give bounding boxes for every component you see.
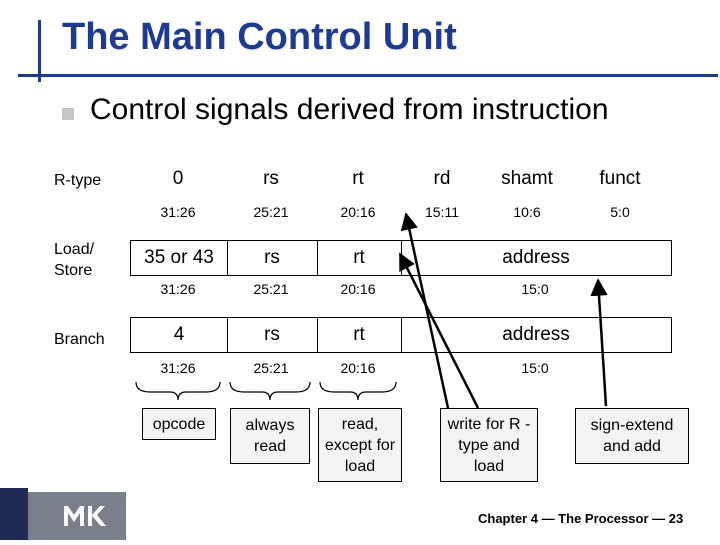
rtype-bits-funct: 5:0: [610, 204, 630, 220]
rtype-field-rs: rs: [263, 168, 279, 189]
loadstore-field-opcode: 35 or 43: [144, 247, 214, 268]
read-except-note: read, except for load: [318, 408, 402, 482]
publisher-logo: [28, 492, 126, 540]
branch-field-opcode: 4: [173, 324, 185, 345]
loadstore-bits-address: 15:0: [521, 281, 549, 297]
branch-field-address: address: [502, 324, 570, 345]
loadstore-label: Load/ Store: [54, 239, 94, 281]
rtype-field-shamt: shamt: [501, 168, 553, 189]
sign-extend-note: sign-extend and add: [575, 408, 689, 464]
divider: [227, 318, 228, 352]
divider: [317, 241, 318, 275]
rtype-bits-rd: 15:11: [425, 204, 459, 220]
bullet-text: Control signals derived from instruction: [90, 93, 609, 126]
publisher-side-logo: [0, 488, 28, 540]
loadstore-bits-rt: 20:16: [340, 281, 376, 297]
loadstore-bits-rs: 25:21: [253, 281, 289, 297]
loadstore-label-line1: Load/: [54, 241, 95, 258]
branch-instruction-box: 4 rs rt address: [130, 317, 672, 353]
divider: [227, 241, 228, 275]
write-for-note: write for R -type and load: [440, 408, 538, 482]
rtype-bits-shamt: 10:6: [513, 204, 541, 220]
rtype-bits-rt: 20:16: [340, 204, 376, 220]
bullet-square-icon: [62, 108, 74, 120]
title-vertical-rule: [38, 20, 41, 82]
branch-field-rs: rs: [264, 324, 280, 345]
branch-bits-opcode: 31:26: [160, 360, 196, 376]
loadstore-bits-opcode: 31:26: [160, 281, 196, 297]
loadstore-label-line2: Store: [54, 262, 93, 279]
branch-bits-address: 15:0: [521, 360, 549, 376]
always-read-note: always read: [230, 408, 310, 464]
title-horizontal-rule: [18, 74, 718, 77]
rtype-label: R-type: [54, 172, 102, 189]
loadstore-instruction-box: 35 or 43 rs rt address: [130, 240, 672, 276]
branch-bits-rt: 20:16: [340, 360, 376, 376]
rtype-bits-opcode: 31:26: [160, 204, 196, 220]
loadstore-field-address: address: [502, 247, 570, 268]
arrow-to-rt-load: [398, 252, 480, 409]
rt-brace: [319, 381, 397, 401]
opcode-brace: [135, 381, 221, 401]
rtype-bits-rs: 25:21: [253, 204, 289, 220]
loadstore-field-rs: rs: [264, 247, 280, 268]
rs-brace: [229, 381, 311, 401]
footer-chapter: Chapter 4 — The Processor — 23: [478, 511, 684, 526]
divider: [317, 318, 318, 352]
rtype-field-opcode: 0: [172, 168, 184, 189]
branch-field-rt: rt: [353, 324, 365, 345]
branch-bits-rs: 25:21: [253, 360, 289, 376]
mk-logo-icon: [64, 506, 106, 526]
rtype-field-funct: funct: [599, 168, 641, 189]
opcode-note: opcode: [142, 408, 216, 440]
rtype-field-rt: rt: [352, 168, 364, 189]
slide-title: The Main Control Unit: [62, 16, 457, 58]
divider: [401, 318, 402, 352]
branch-label: Branch: [54, 331, 105, 348]
loadstore-field-rt: rt: [353, 247, 365, 268]
arrow-to-rd-rtype: [400, 212, 450, 409]
rtype-field-rd: rd: [433, 168, 451, 189]
arrow-to-address: [590, 278, 608, 407]
